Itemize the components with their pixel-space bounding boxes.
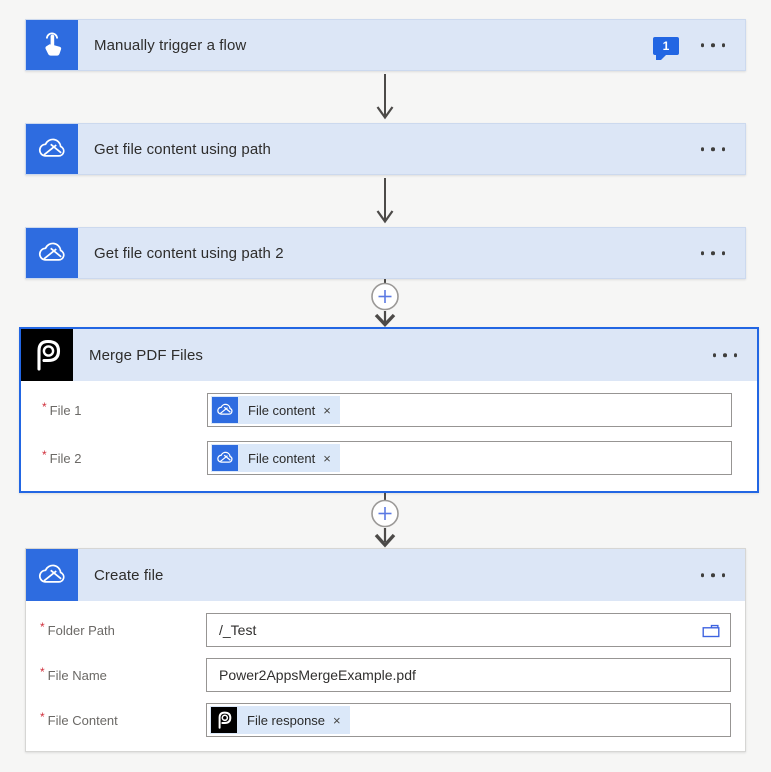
required-marker: * <box>42 448 47 462</box>
card-title: Get file content using path <box>94 140 271 158</box>
onedrive-cloud-icon <box>38 242 65 261</box>
card-header[interactable]: Merge PDF Files <box>21 329 757 381</box>
merge-pdf-logo-icon <box>218 711 232 729</box>
field-label-file-2: * File 2 <box>42 448 82 466</box>
comment-badge[interactable]: 1 <box>653 37 679 60</box>
merge-pdf-connector-icon <box>211 707 237 733</box>
insert-step-connector[interactable] <box>368 493 402 548</box>
field-input-file-1[interactable]: File content × <box>207 393 732 427</box>
folder-picker-icon[interactable] <box>699 619 723 643</box>
card-get-file-content-1[interactable]: Get file content using path <box>25 123 746 175</box>
onedrive-cloud-icon <box>217 403 233 415</box>
token-dismiss-icon[interactable]: × <box>323 402 331 418</box>
more-actions-button[interactable] <box>697 37 730 53</box>
merge-pdf-connector-icon <box>21 329 73 381</box>
more-actions-button[interactable] <box>709 347 742 363</box>
onedrive-icon <box>212 397 238 423</box>
more-actions-button[interactable] <box>697 567 730 583</box>
field-input-file-2[interactable]: File content × <box>207 441 732 475</box>
onedrive-icon <box>26 124 78 174</box>
token-file-content-2[interactable]: File content × <box>211 444 340 472</box>
insert-step-connector[interactable] <box>368 279 402 327</box>
required-marker: * <box>40 710 45 724</box>
onedrive-icon <box>26 549 78 601</box>
token-label: File content <box>248 402 316 418</box>
required-marker: * <box>40 620 45 634</box>
more-actions-button[interactable] <box>697 245 730 261</box>
field-label-file-content: * File Content <box>40 710 118 728</box>
onedrive-cloud-icon <box>217 451 233 463</box>
field-label-file-1: * File 1 <box>42 400 82 418</box>
connector-arrow-down <box>376 74 394 120</box>
onedrive-icon <box>212 445 238 471</box>
file-name-input[interactable] <box>207 659 730 691</box>
required-marker: * <box>40 665 45 679</box>
connector-arrow-down <box>376 178 394 224</box>
field-input-folder-path[interactable] <box>206 613 731 647</box>
card-merge-pdf-files[interactable]: Merge PDF Files * File 1 File content × <box>19 327 759 493</box>
touch-icon <box>45 32 62 56</box>
card-title: Get file content using path 2 <box>94 244 284 262</box>
card-manual-trigger[interactable]: Manually trigger a flow 1 <box>25 19 746 71</box>
card-title: Manually trigger a flow <box>94 36 247 54</box>
folder-icon <box>702 624 720 638</box>
token-dismiss-icon[interactable]: × <box>323 450 331 466</box>
card-title: Merge PDF Files <box>89 346 204 364</box>
token-file-response[interactable]: File response × <box>210 706 350 734</box>
more-actions-button[interactable] <box>697 141 730 157</box>
field-label-file-name: * File Name <box>40 665 107 683</box>
onedrive-cloud-icon <box>38 138 65 157</box>
card-get-file-content-2[interactable]: Get file content using path 2 <box>25 227 746 279</box>
field-label-folder-path: * Folder Path <box>40 620 115 638</box>
required-marker: * <box>42 400 47 414</box>
token-label: File content <box>248 450 316 466</box>
merge-pdf-logo-icon <box>37 339 61 371</box>
card-header[interactable]: Create file <box>26 549 745 601</box>
folder-path-input[interactable] <box>207 614 730 646</box>
onedrive-cloud-icon <box>38 564 65 583</box>
card-create-file[interactable]: Create file * Folder Path * File Name <box>25 548 746 752</box>
manual-trigger-touch-icon <box>26 20 78 70</box>
field-input-file-name[interactable] <box>206 658 731 692</box>
field-input-file-content[interactable]: File response × <box>206 703 731 737</box>
onedrive-icon <box>26 228 78 278</box>
token-dismiss-icon[interactable]: × <box>333 712 341 728</box>
card-title: Create file <box>94 566 164 584</box>
token-label: File response <box>247 712 326 728</box>
token-file-content-1[interactable]: File content × <box>211 396 340 424</box>
